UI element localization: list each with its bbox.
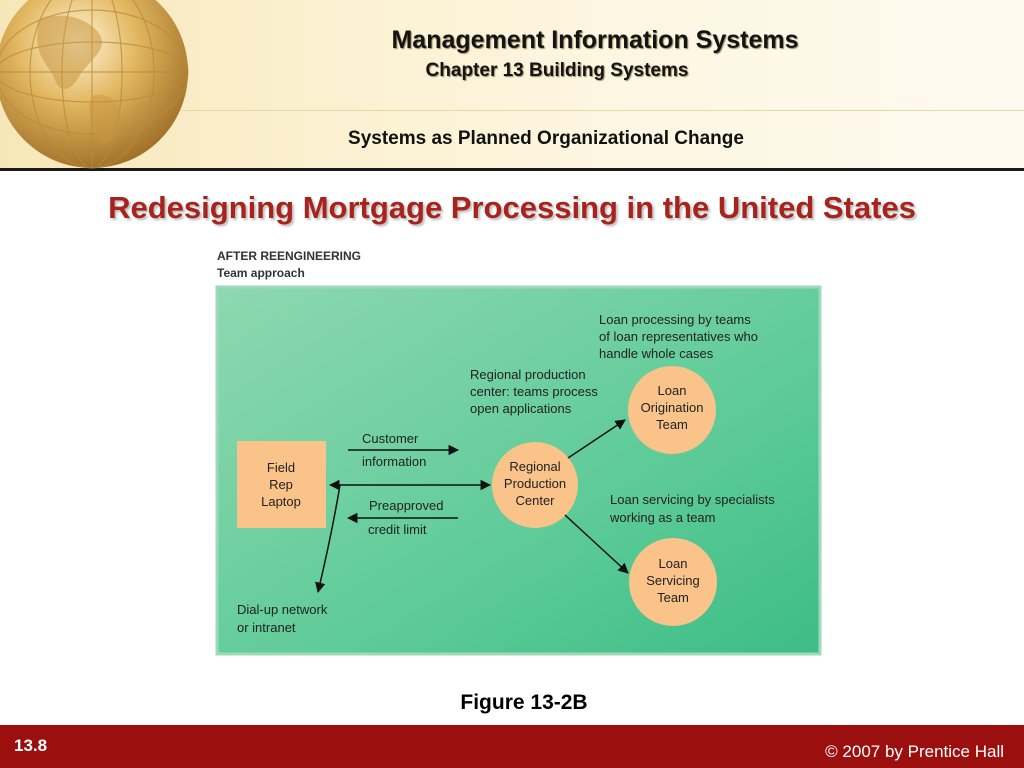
- regional-note-2: center: teams process: [470, 384, 598, 399]
- preapproved-label-2: credit limit: [368, 522, 427, 537]
- diagram-heading: AFTER REENGINEERING: [217, 249, 361, 263]
- origination-label-3: Team: [656, 417, 688, 432]
- network-arrow: [315, 484, 341, 594]
- regional-production-center-node: [492, 442, 578, 528]
- course-title: Management Information Systems: [391, 26, 799, 54]
- regional-center-label-2: Production: [504, 476, 566, 491]
- copyright-text: © 2007 by Prentice Hall: [825, 742, 1004, 761]
- customer-info-label-1: Customer: [362, 431, 419, 446]
- slide-footer: [0, 725, 1024, 768]
- origination-label-2: Origination: [641, 400, 704, 415]
- loan-processing-note-1: Loan processing by teams: [599, 312, 751, 327]
- regional-note-1: Regional production: [470, 367, 586, 382]
- field-rep-label-2: Rep: [269, 477, 293, 492]
- loan-servicing-team-node: [629, 538, 717, 626]
- reengineering-diagram: AFTER REENGINEERING Team approach Field …: [215, 249, 822, 656]
- preapproved-label-1: Preapproved: [369, 498, 443, 513]
- header-divider-line: [180, 110, 1024, 111]
- globe-icon: [0, 0, 189, 169]
- network-label-2: or intranet: [237, 620, 296, 635]
- loan-servicing-note-2: working as a team: [609, 510, 716, 525]
- loan-processing-note-3: handle whole cases: [599, 346, 714, 361]
- regional-center-label-3: Center: [515, 493, 555, 508]
- origination-label-1: Loan: [658, 383, 687, 398]
- slide-number: 13.8: [14, 736, 48, 755]
- slide-title: Redesigning Mortgage Processing in the U…: [108, 190, 916, 225]
- regional-center-label-1: Regional: [509, 459, 560, 474]
- header-rule: [0, 168, 1024, 171]
- network-label-1: Dial-up network: [237, 602, 328, 617]
- figure-caption: Figure 13-2B: [460, 691, 588, 714]
- field-rep-label-3: Laptop: [261, 494, 301, 509]
- customer-info-label-2: information: [362, 454, 426, 469]
- loan-processing-note-2: of loan representatives who: [599, 329, 758, 344]
- servicing-label-2: Servicing: [646, 573, 699, 588]
- servicing-label-3: Team: [657, 590, 689, 605]
- servicing-arrow: [564, 514, 629, 574]
- section-title: Systems as Planned Organizational Change: [348, 128, 744, 149]
- regional-note-3: open applications: [470, 401, 572, 416]
- field-rep-laptop-box: [237, 441, 326, 528]
- loan-origination-team-node: [628, 366, 716, 454]
- field-rep-label-1: Field: [267, 460, 295, 475]
- chapter-title: Chapter 13 Building Systems: [425, 60, 689, 81]
- diagram-subheading: Team approach: [217, 266, 305, 280]
- loan-servicing-note-1: Loan servicing by specialists: [610, 492, 775, 507]
- origination-arrow: [567, 419, 626, 459]
- servicing-label-1: Loan: [659, 556, 688, 571]
